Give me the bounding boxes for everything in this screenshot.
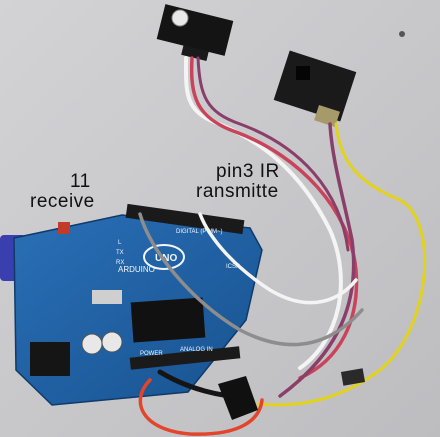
- red-wire: [189, 56, 359, 380]
- table-speck: [399, 31, 405, 37]
- brand-text: ARDUINO: [118, 265, 155, 274]
- purple-wire: [196, 56, 350, 252]
- power-analog-header: [129, 346, 241, 370]
- power-header-label: POWER: [140, 351, 163, 357]
- digital-header-label: DIGITAL (PWM~): [176, 229, 223, 235]
- ir-transmitter-module: [156, 4, 234, 61]
- l-led-label: L: [118, 240, 122, 246]
- tx-led-label: TX: [116, 250, 124, 256]
- arduino-uno-board: ARDUINO UNO DIGITAL (PWM~) ANALOG IN POW…: [13, 203, 263, 406]
- transmit-pin-label-text: ransmitte: [196, 181, 279, 202]
- purple-wire-2: [278, 122, 356, 398]
- reset-button: [58, 222, 70, 234]
- ir-receiver-module: [273, 50, 357, 128]
- ir-led: [171, 9, 189, 27]
- yellow-wire: [256, 122, 427, 407]
- digital-header: [125, 203, 245, 235]
- atmega-chip: [130, 297, 206, 343]
- transmit-pin-label-number: pin3 IR: [216, 161, 280, 182]
- rx-led-label: RX: [116, 260, 124, 266]
- white-signal-wire: [198, 212, 358, 305]
- grey-signal-wire: [138, 212, 364, 347]
- power-jack: [30, 342, 70, 376]
- wire-connector: [340, 368, 366, 386]
- capacitor: [101, 331, 123, 353]
- model-text: UNO: [155, 253, 177, 264]
- arduino-logo: [143, 244, 185, 270]
- cable-clip: [218, 376, 258, 420]
- jumper-wires: [138, 56, 427, 436]
- receive-pin-label-number: 11: [70, 171, 91, 192]
- receive-pin-label-text: receive: [30, 191, 95, 212]
- icsp-label: ICSP: [226, 264, 240, 270]
- analog-header-label: ANALOG IN: [180, 347, 213, 353]
- crystal: [92, 290, 122, 304]
- white-wire: [183, 56, 343, 370]
- orange-wire: [138, 378, 264, 436]
- capacitor: [81, 333, 103, 355]
- ir-receiver-sensor: [296, 66, 310, 80]
